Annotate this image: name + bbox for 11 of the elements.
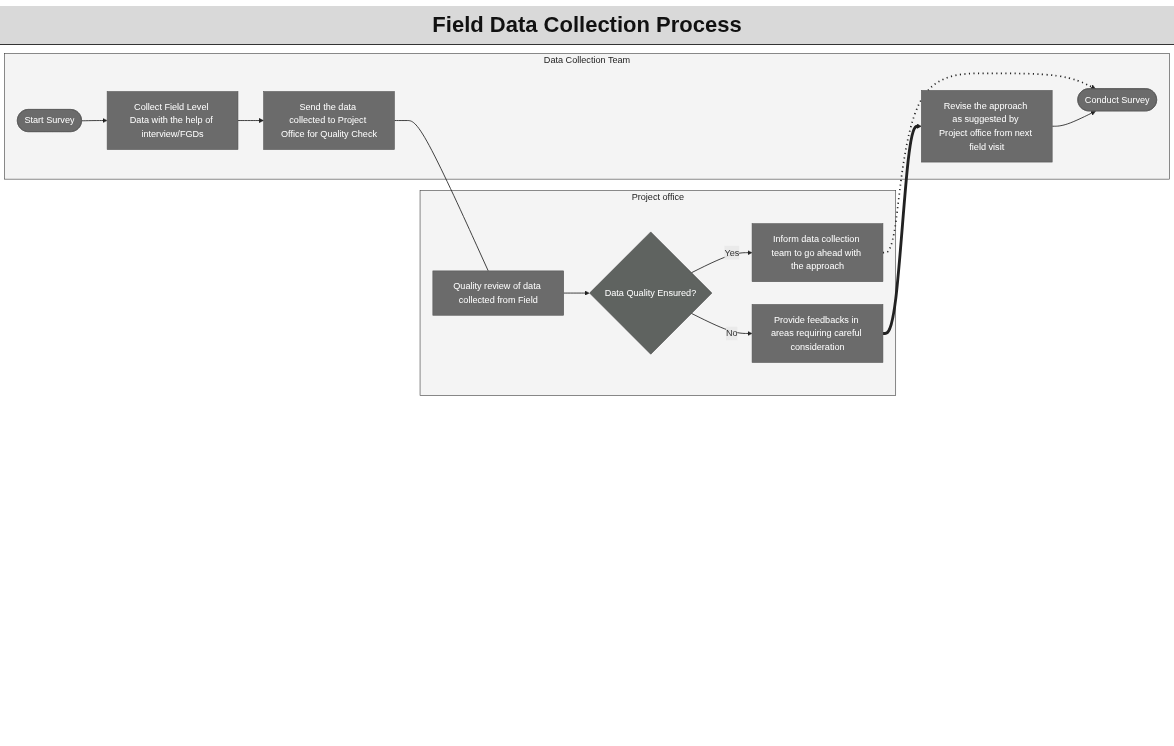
node-box: Quality review of data collected from Field [432,270,564,316]
node-box: Send the data collected to Project Office for Quality Check [263,91,395,150]
diagram-title: Field Data Collection Process [0,6,1174,45]
edge-label: No [726,328,738,339]
node-box: Inform data collection team to go ahead with the approach [751,223,884,282]
node-diamond: Data Quality Ensured? [589,231,713,355]
edge-label: Yes [724,247,740,258]
node-box: Revise the approach as suggested by Project office from next field visit [921,90,1053,163]
connector [394,120,489,272]
node-box: Provide feedbacks in areas requiring careful consideration [751,304,884,363]
node-box: Collect Field Level Data with the help of interview/FGDs [106,91,239,150]
